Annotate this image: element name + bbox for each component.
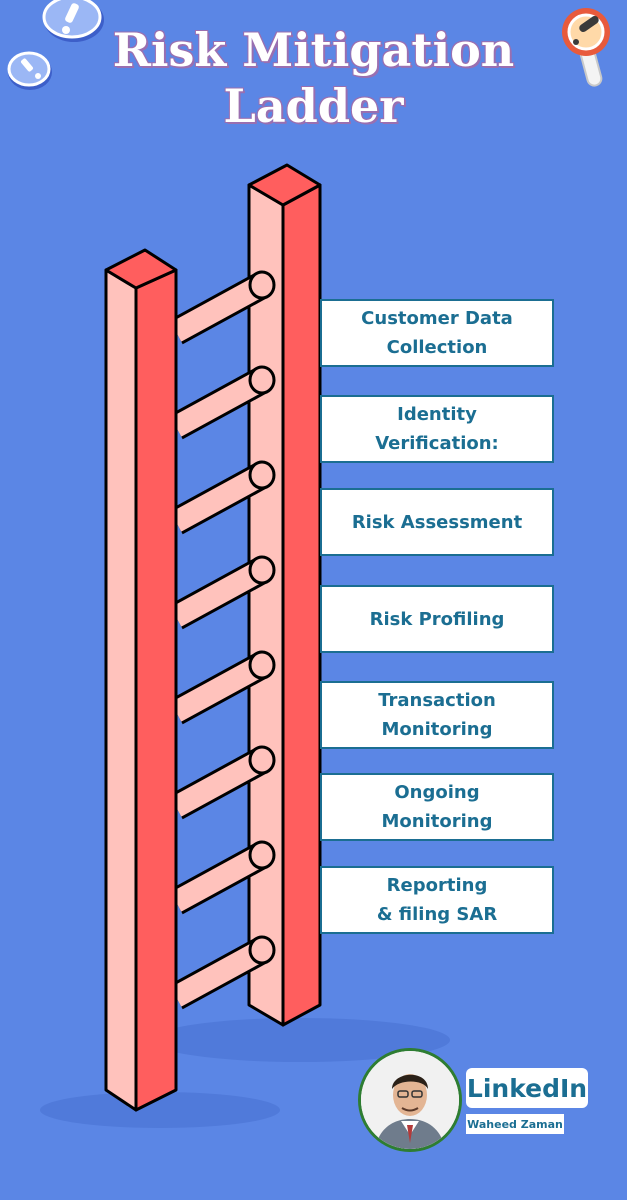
avatar <box>358 1048 462 1152</box>
linkedin-label: LinkedIn <box>466 1068 588 1108</box>
ladder-rung <box>169 745 276 820</box>
ladder-shadow <box>40 1092 280 1128</box>
front-rail <box>104 248 178 1112</box>
exclamation-icon <box>7 0 104 90</box>
ladder-rung <box>169 555 276 630</box>
ladder-rung <box>169 840 276 915</box>
title-line-2: Ladder <box>223 79 404 133</box>
step-box: Transaction Monitoring <box>320 681 554 749</box>
ladder-rung <box>169 935 276 1010</box>
step-box: Risk Assessment <box>320 488 554 556</box>
ladder-rung <box>169 365 276 440</box>
author-name: Waheed Zaman <box>466 1114 564 1134</box>
ladder-rung <box>169 650 276 725</box>
title-line-1: Risk Mitigation <box>112 23 515 77</box>
step-box: Reporting & filing SAR <box>320 866 554 934</box>
ladder-rung <box>169 460 276 535</box>
ladder-shadow <box>150 1018 450 1062</box>
step-box: Customer Data Collection <box>320 299 554 367</box>
ladder-rung <box>169 270 276 345</box>
step-box: Ongoing Monitoring <box>320 773 554 841</box>
step-box: Identity Verification: <box>320 395 554 463</box>
magnifier-icon <box>562 8 610 87</box>
step-box: Risk Profiling <box>320 585 554 653</box>
back-rail <box>247 163 322 1027</box>
page-title: Risk Mitigation Ladder <box>0 22 627 134</box>
